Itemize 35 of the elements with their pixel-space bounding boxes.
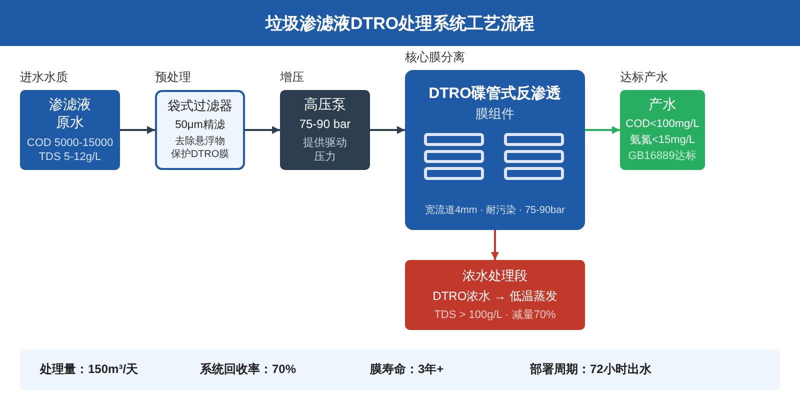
box-text: 氨氮<15mg/L: [630, 133, 696, 148]
box-title: 产水: [648, 96, 676, 114]
stage-label: 增压: [280, 70, 304, 84]
arrow: [491, 230, 499, 260]
stage-label: 核心膜分离: [405, 50, 465, 64]
box-text: COD<100mg/L: [626, 117, 700, 132]
title: 垃圾渗滤液DTRO处理系统工艺流程: [265, 12, 535, 34]
arrow: [245, 126, 280, 134]
box-text: 50μm精滤: [175, 118, 225, 132]
box-text: 提供驱动压力: [302, 136, 348, 164]
box-text: COD 5000-15000: [26, 136, 114, 150]
box-title: 高压泵: [304, 96, 346, 114]
box-text: 宽流道4mm · 耐污染 · 75-90bar: [424, 205, 566, 218]
box-title: 渗滤液原水: [48, 96, 92, 132]
box-text: 膜组件: [476, 106, 514, 123]
stage-label: 进水水质: [20, 70, 68, 84]
box-text: GB16889达标: [628, 149, 697, 164]
box-text: TDS 5-12g/L: [38, 150, 102, 164]
box-text: TDS > 100g/L · 减量70%: [434, 308, 556, 322]
stat-text: 部署周期：72小时出水: [530, 362, 652, 377]
box-text: 保护DTRO膜: [170, 148, 230, 162]
arrow: [585, 126, 620, 134]
box-text: 去除悬浮物: [175, 136, 225, 148]
box-text: 75-90 bar: [299, 117, 351, 133]
stat-text: 膜寿命：3年+: [370, 362, 444, 377]
stage-label: 预处理: [155, 70, 191, 84]
stage-label: 达标产水: [620, 70, 668, 84]
box-title: DTRO碟管式反渗透: [428, 84, 562, 104]
stat-text: 系统回收率：70%: [200, 362, 296, 377]
box-title: 浓水处理段: [462, 268, 528, 285]
arrow: [370, 126, 405, 134]
stat-text: 处理量：150m³/天: [40, 362, 138, 377]
box-title: 袋式过滤器: [168, 98, 232, 115]
box-text: DTRO浓水 → 低温蒸发: [432, 288, 558, 304]
arrow: [120, 126, 155, 134]
